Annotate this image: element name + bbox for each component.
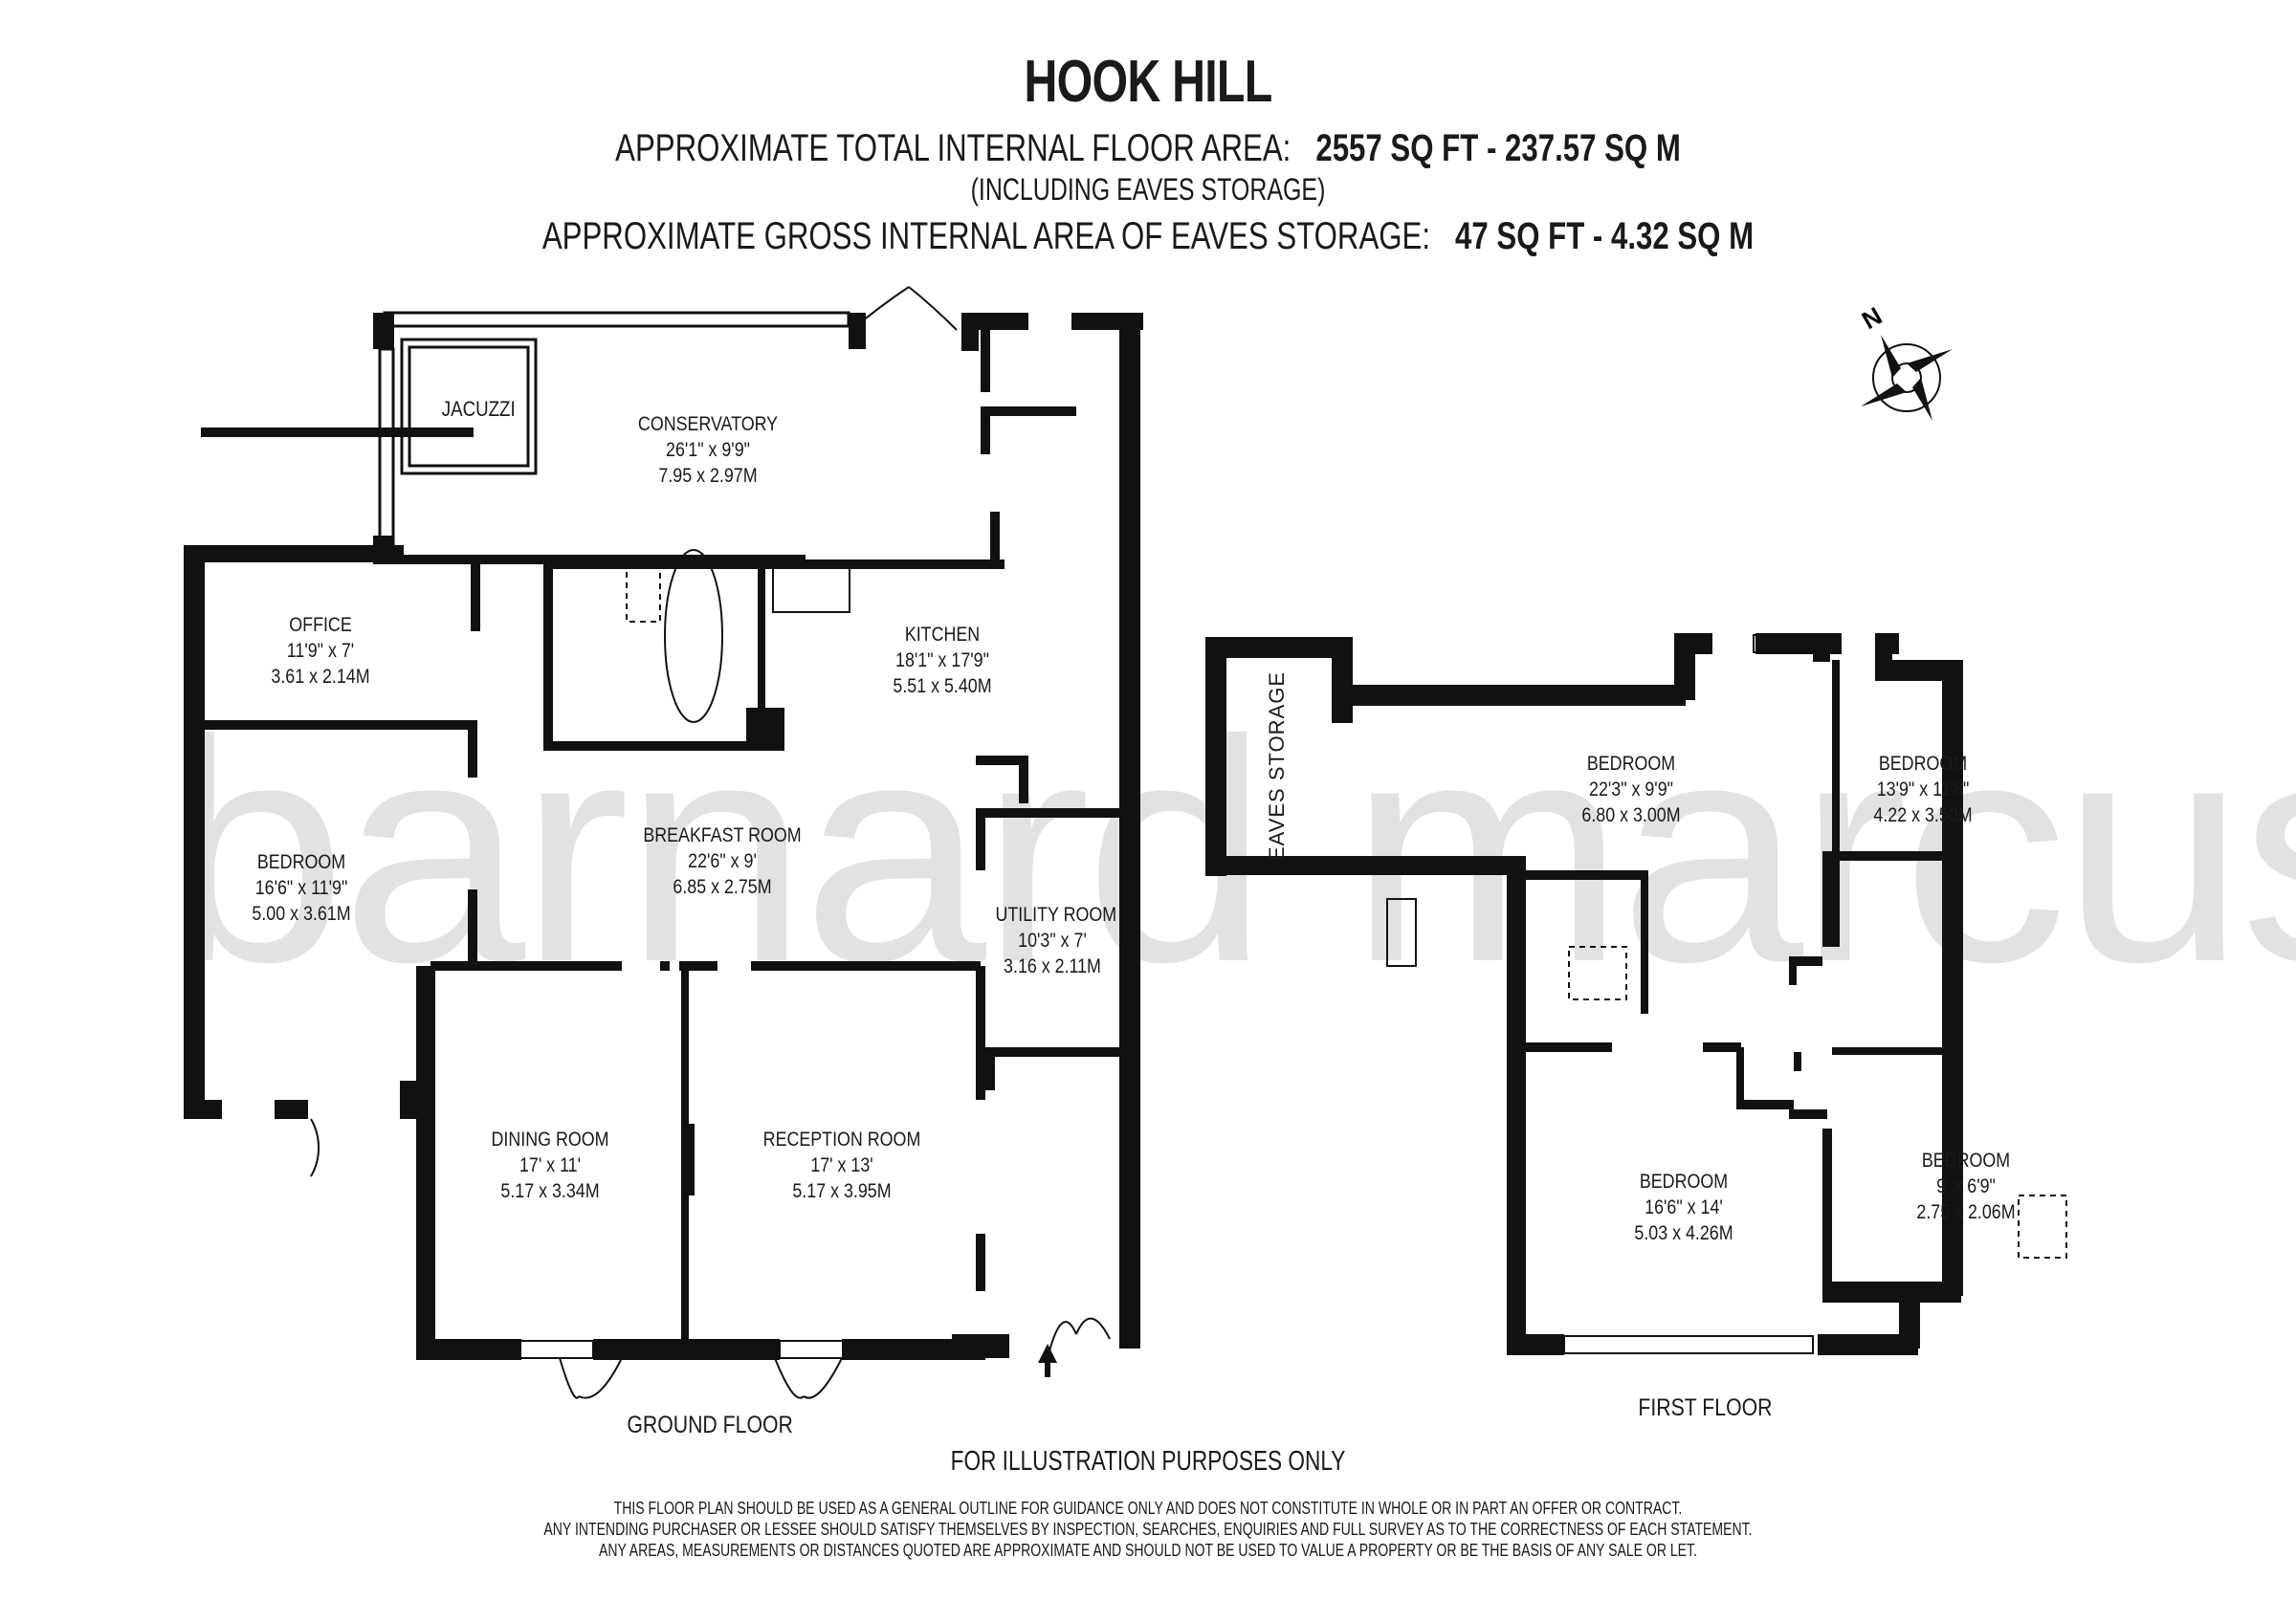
compass-rose-icon: N [1857, 301, 1953, 421]
eaves-storage-label: EAVES STORAGE [1265, 670, 1289, 861]
eaves-area-label: APPROXIMATE GROSS INTERNAL AREA OF EAVES… [541, 215, 1431, 257]
illustration-note: FOR ILLUSTRATION PURPOSES ONLY [950, 1446, 1346, 1477]
ground-floor-label: GROUND FLOOR [627, 1412, 793, 1438]
first-floor-window [1563, 1335, 1814, 1354]
jacuzzi-label: JACUZZI [441, 397, 516, 421]
conservatory-glazing-top [383, 311, 850, 328]
total-area-note: (INCLUDING EAVES STORAGE) [970, 172, 1326, 207]
disclaimer-line-1: THIS FLOOR PLAN SHOULD BE USED AS A GENE… [613, 1499, 1683, 1518]
total-area-value: 2557 SQ FT - 237.57 SQ M [1315, 127, 1681, 169]
total-area-label: APPROXIMATE TOTAL INTERNAL FLOOR AREA: [615, 127, 1292, 169]
svg-text:N: N [1857, 301, 1887, 335]
plan-title: HOOK HILL [1024, 49, 1273, 115]
eaves-area-value: 47 SQ FT - 4.32 SQ M [1455, 215, 1755, 257]
first-floor-label: FIRST FLOOR [1638, 1394, 1773, 1421]
eaves-area-line: APPROXIMATE GROSS INTERNAL AREA OF EAVES… [253, 215, 2043, 258]
entrance-arrow-icon [1038, 1344, 1057, 1377]
disclaimer-line-2: ANY INTENDING PURCHASER OR LESSEE SHOULD… [543, 1520, 1753, 1539]
conservatory-glazing-left [378, 347, 395, 557]
jacuzzi-tub [400, 338, 538, 475]
total-area-line: APPROXIMATE TOTAL INTERNAL FLOOR AREA: 2… [253, 127, 2043, 170]
disclaimer-line-3: ANY AREAS, MEASUREMENTS OR DISTANCES QUO… [599, 1541, 1697, 1560]
